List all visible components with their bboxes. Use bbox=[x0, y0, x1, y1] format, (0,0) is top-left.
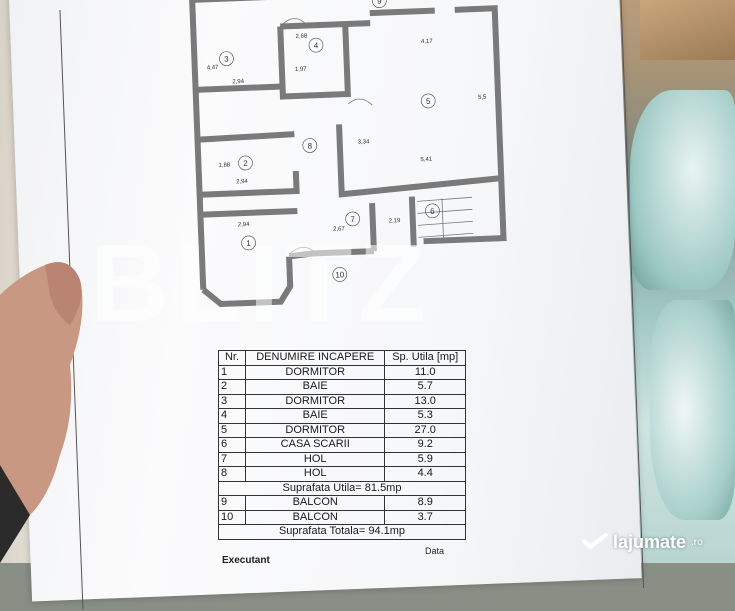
cell-nr: 5 bbox=[218, 422, 246, 438]
wood-board bbox=[640, 0, 735, 60]
header-nr: Nr. bbox=[218, 350, 246, 366]
cell-name: BALCON bbox=[244, 495, 386, 511]
cell-name: HOL bbox=[244, 451, 386, 467]
dim-label: 2,67 bbox=[333, 226, 346, 232]
heart-check-icon bbox=[582, 532, 608, 550]
cell-nr: 4 bbox=[218, 408, 246, 424]
header-room-name: DENUMIRE INCAPERE bbox=[244, 350, 386, 366]
room-label-9: 9 bbox=[377, 0, 382, 6]
brand-name: lajumate bbox=[613, 532, 687, 552]
watermark-text: BLITZ bbox=[90, 222, 432, 345]
dim-label: 1,88 bbox=[218, 163, 231, 169]
cell-nr: 2 bbox=[218, 379, 246, 395]
cell-area: 27.0 bbox=[384, 422, 466, 438]
dim-label: 2,94 bbox=[236, 179, 249, 185]
table-header-row: Nr. DENUMIRE INCAPERE Sp. Utila [mp] bbox=[218, 350, 466, 366]
lajumate-logo: lajumate .ro bbox=[582, 532, 703, 553]
cell-area: 4.4 bbox=[384, 466, 466, 482]
dim-label: 3,34 bbox=[358, 139, 371, 145]
subtotal-cell: Suprafata Utila= 81.5mp bbox=[218, 480, 466, 496]
cell-nr: 7 bbox=[218, 451, 246, 467]
room-label-8: 8 bbox=[307, 141, 312, 150]
room-label-7: 7 bbox=[350, 215, 355, 224]
cell-name: BAIE bbox=[244, 408, 386, 424]
room-label-4: 4 bbox=[314, 41, 319, 50]
executant-label: Executant bbox=[222, 555, 270, 566]
dim-label: 4,47 bbox=[207, 65, 220, 71]
cell-nr: 3 bbox=[218, 393, 246, 409]
room-label-10: 10 bbox=[335, 270, 345, 279]
cell-name: BALCON bbox=[244, 509, 386, 525]
cell-nr: 8 bbox=[218, 466, 246, 482]
total-cell: Suprafata Totala= 94.1mp bbox=[218, 524, 466, 540]
dim-label: 2,94 bbox=[238, 222, 251, 228]
dim-label: 2,94 bbox=[232, 79, 245, 85]
cell-area: 13.0 bbox=[384, 393, 466, 409]
plastic-sheet bbox=[630, 90, 735, 290]
dim-label: 5,5 bbox=[478, 95, 487, 101]
cell-name: CASA SCARII bbox=[244, 437, 386, 453]
dim-label: 2,19 bbox=[389, 218, 402, 224]
cell-name: HOL bbox=[244, 466, 386, 482]
cell-nr: 6 bbox=[218, 437, 246, 453]
cell-area: 8.9 bbox=[384, 495, 466, 511]
dim-label: 5,41 bbox=[420, 157, 433, 163]
dim-label: 1,97 bbox=[295, 67, 308, 73]
hand-holding-paper bbox=[0, 262, 83, 563]
cell-area: 5.3 bbox=[384, 408, 466, 424]
total-row: Suprafata Totala= 94.1mp bbox=[218, 524, 466, 540]
cell-area: 3.7 bbox=[384, 509, 466, 525]
cell-area: 5.7 bbox=[384, 379, 466, 395]
room-label-1: 1 bbox=[246, 239, 251, 248]
header-area: Sp. Utila [mp] bbox=[384, 350, 466, 366]
floor-plan-drawing: 1 2 3 4 5 6 7 8 9 10 2,68 4,17 1,97 2,94… bbox=[189, 0, 507, 308]
cell-nr: 1 bbox=[218, 364, 246, 380]
cell-nr: 10 bbox=[218, 509, 246, 525]
cell-nr: 9 bbox=[218, 495, 246, 511]
room-label-3: 3 bbox=[224, 55, 229, 64]
cell-area: 11.0 bbox=[384, 364, 466, 380]
cell-name: DORMITOR bbox=[244, 422, 386, 438]
cell-name: DORMITOR bbox=[244, 393, 386, 409]
date-label: Data bbox=[425, 546, 445, 556]
cell-name: DORMITOR bbox=[244, 364, 386, 380]
plastic-sheet-lower bbox=[650, 300, 735, 520]
cell-area: 9.2 bbox=[384, 437, 466, 453]
subtotal-row: Suprafata Utila= 81.5mp bbox=[218, 480, 466, 496]
dim-label: 2,68 bbox=[296, 33, 309, 39]
cell-name: BAIE bbox=[244, 379, 386, 395]
floor-plan-sheet: 1 2 3 4 5 6 7 8 9 10 2,68 4,17 1,97 2,94… bbox=[8, 0, 645, 610]
cell-area: 5.9 bbox=[384, 451, 466, 467]
brand-suffix: .ro bbox=[691, 537, 703, 548]
room-label-2: 2 bbox=[243, 159, 248, 168]
dim-label: 4,17 bbox=[421, 39, 434, 45]
room-label-6: 6 bbox=[430, 207, 435, 216]
room-label-5: 5 bbox=[426, 97, 431, 106]
